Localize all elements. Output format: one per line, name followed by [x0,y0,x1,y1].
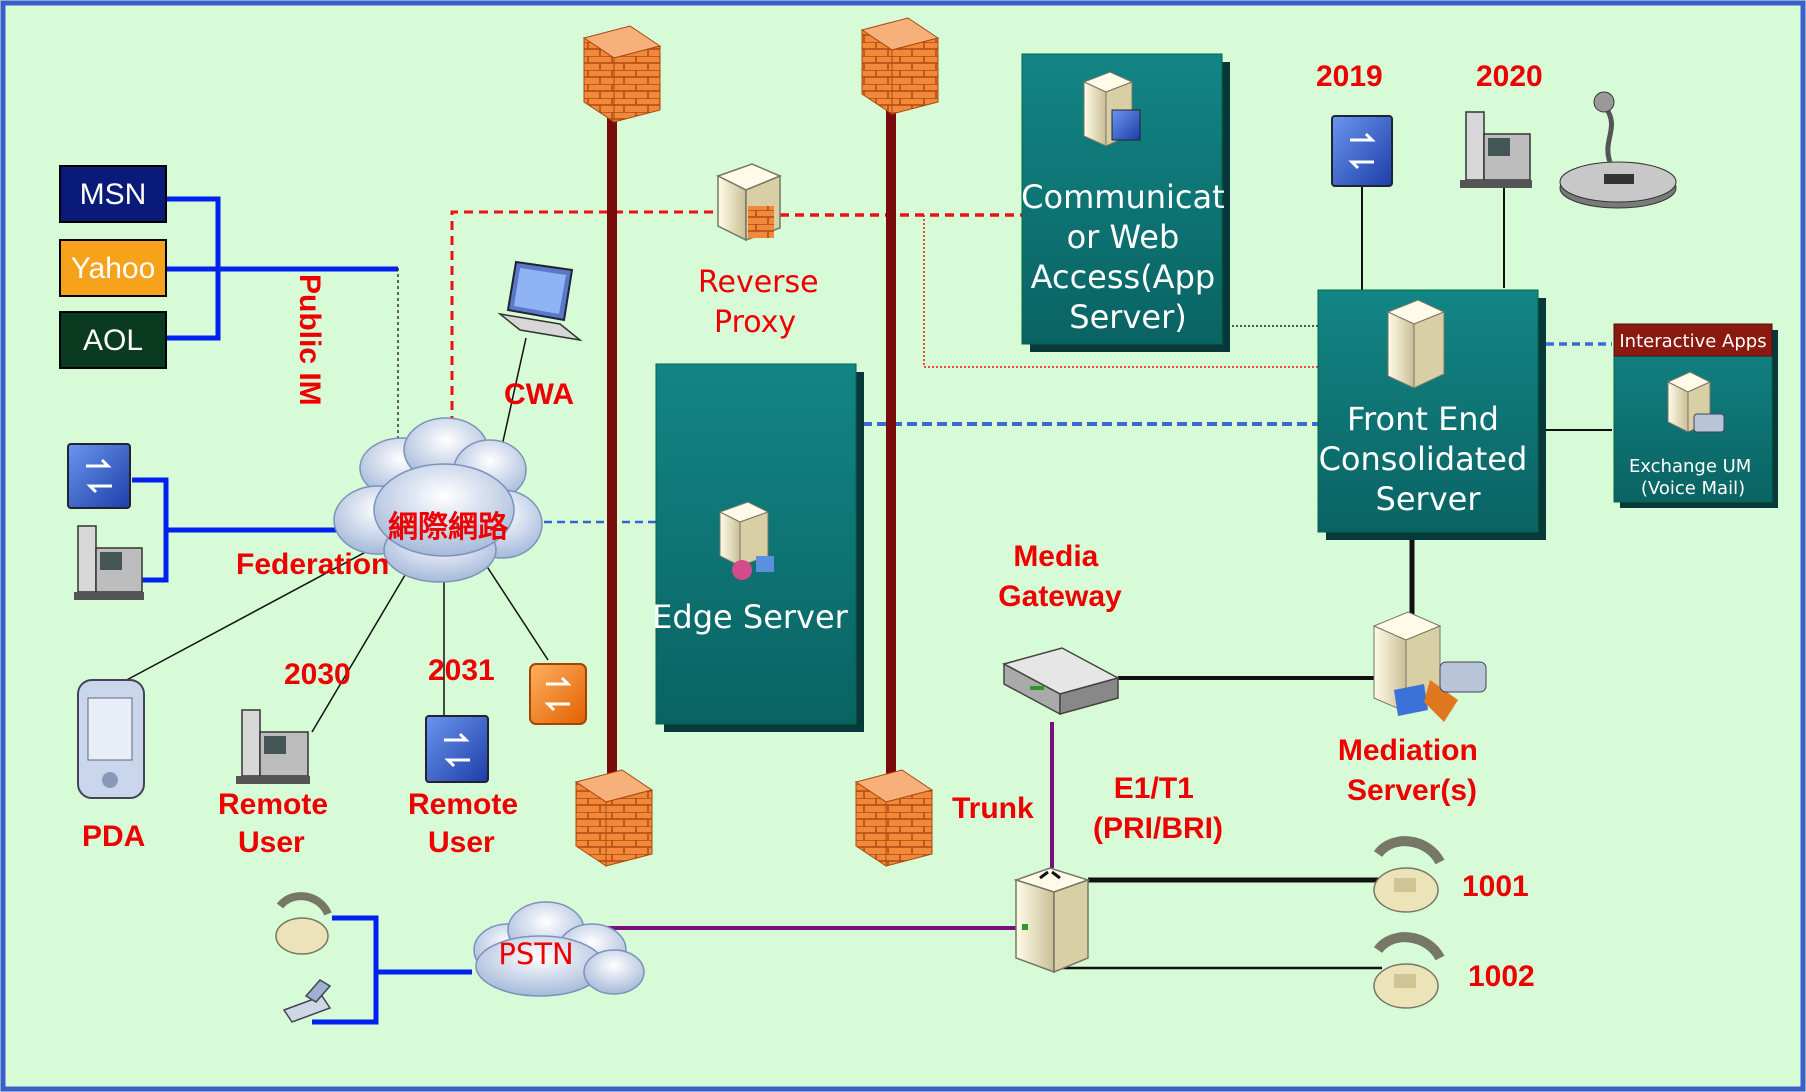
ext-1002-label: 1002 [1468,960,1535,993]
server-icon [1082,71,1141,147]
communicator-icon [67,443,131,509]
ip-phone-icon [1460,111,1532,188]
media-gateway-icon [1001,647,1121,716]
front-end-line1: Front End [1347,400,1499,438]
msn-label: MSN [80,178,147,211]
mediation-line1: Mediation [1338,734,1478,767]
server-icon [1666,371,1725,433]
front-end-line2: Consolidated [1319,440,1528,478]
reverse-proxy-line1: Reverse [698,265,819,300]
remote-user-1-label: Remote User [218,788,336,859]
pbx-switch-icon [1013,867,1091,974]
cwa-server-line4: Server) [1069,298,1186,336]
conference-phone-icon [1559,91,1677,209]
aol-label: AOL [83,324,143,357]
yahoo-label: Yahoo [71,252,156,285]
federation-label: Federation [236,548,389,581]
communicator-icon [1331,115,1393,187]
firewall-right [854,17,940,867]
exchange-line1: Exchange UM [1629,456,1751,477]
server-icon [1372,611,1487,722]
media-gateway-label: Media Gateway [998,540,1122,613]
public-im-label: Public IM [293,274,326,406]
pstn-label: PSTN [498,937,573,971]
edge-server-label: Edge Server [652,598,848,636]
communicator-icon [529,663,587,725]
media-gateway-line1: Media [1013,540,1098,573]
trunk-label: Trunk [952,792,1034,825]
cwa-server-line1: Communicat [1021,178,1224,216]
edge-server: Edge Server [652,363,864,732]
analog-phone-icon [1373,836,1445,913]
msn-box [59,165,167,223]
firewall-icon [854,769,934,867]
firewall-icon [582,25,662,123]
media-gateway-line2: Gateway [998,580,1122,613]
e1t1-label: E1/T1 (PRI/BRI) [1093,772,1223,845]
cwa-app-server: Communicat or Web Access(App Server) [1021,53,1235,352]
aol-box [59,311,167,369]
front-end-line3: Server [1376,480,1482,518]
pda-label: PDA [82,820,145,853]
internet-cloud: 網際網路 [333,417,543,583]
cwa-server-line3: Access(App [1031,258,1216,296]
remote-user-2-line2: User [428,826,495,859]
mediation-label: Mediation Server(s) [1338,734,1486,807]
ext-2031-label: 2031 [428,654,495,687]
remote-user-1-line2: User [238,826,305,859]
mobile-phone-icon [282,979,332,1023]
remote-user-1-line1: Remote [218,788,328,821]
ext-1001-label: 1001 [1462,870,1529,903]
remote-user-2-label: Remote User [408,788,526,859]
cloud-icon [473,901,645,997]
remote-user-2-line1: Remote [408,788,518,821]
yahoo-box [59,239,167,297]
analog-phone-icon [1373,932,1445,1009]
cwa-server-label: Communicat or Web Access(App Server) [1021,178,1235,336]
exchange-um-label: Exchange UM (Voice Mail) [1629,456,1757,499]
cwa-label: CWA [504,378,574,411]
firewall-left [574,25,662,867]
reverse-proxy-label: Reverse Proxy [698,265,828,340]
exchange-line2: (Voice Mail) [1641,478,1745,499]
firewall-icon [574,769,654,867]
interactive-apps-header: Interactive Apps [1619,331,1766,352]
front-end-label: Front End Consolidated Server [1319,400,1538,518]
mediation-server [1372,611,1487,722]
laptop-icon [497,260,583,342]
ext-2019-label: 2019 [1316,60,1383,93]
firewall-icon [860,17,940,115]
reverse-proxy-line2: Proxy [714,305,796,340]
connection-lines [107,180,1612,1025]
im-services: MSN Yahoo AOL [59,165,167,369]
e1t1-line2: (PRI/BRI) [1093,812,1223,845]
ext-2020-label: 2020 [1476,60,1543,93]
server-icon [1386,299,1446,389]
communicator-icon [425,715,489,783]
ip-phone-icon [236,709,310,784]
front-end-server: Front End Consolidated Server [1317,289,1546,540]
server-icon [716,163,782,242]
internet-label: 網際網路 [388,510,509,544]
pstn-cloud: PSTN [473,901,645,997]
interactive-apps: Interactive Apps Exchange UM (Voice Mail… [1613,323,1778,508]
mediation-line2: Server(s) [1347,774,1477,807]
reverse-proxy-server [716,163,782,242]
e1t1-line1: E1/T1 [1114,772,1194,805]
cwa-server-line2: or Web [1067,218,1180,256]
cloud-icon [333,417,543,583]
server-icon [718,501,774,580]
ip-phone-icon [74,525,144,600]
analog-phone-icon [275,892,332,955]
ext-2030-label: 2030 [284,658,351,691]
pda-icon [77,679,145,799]
